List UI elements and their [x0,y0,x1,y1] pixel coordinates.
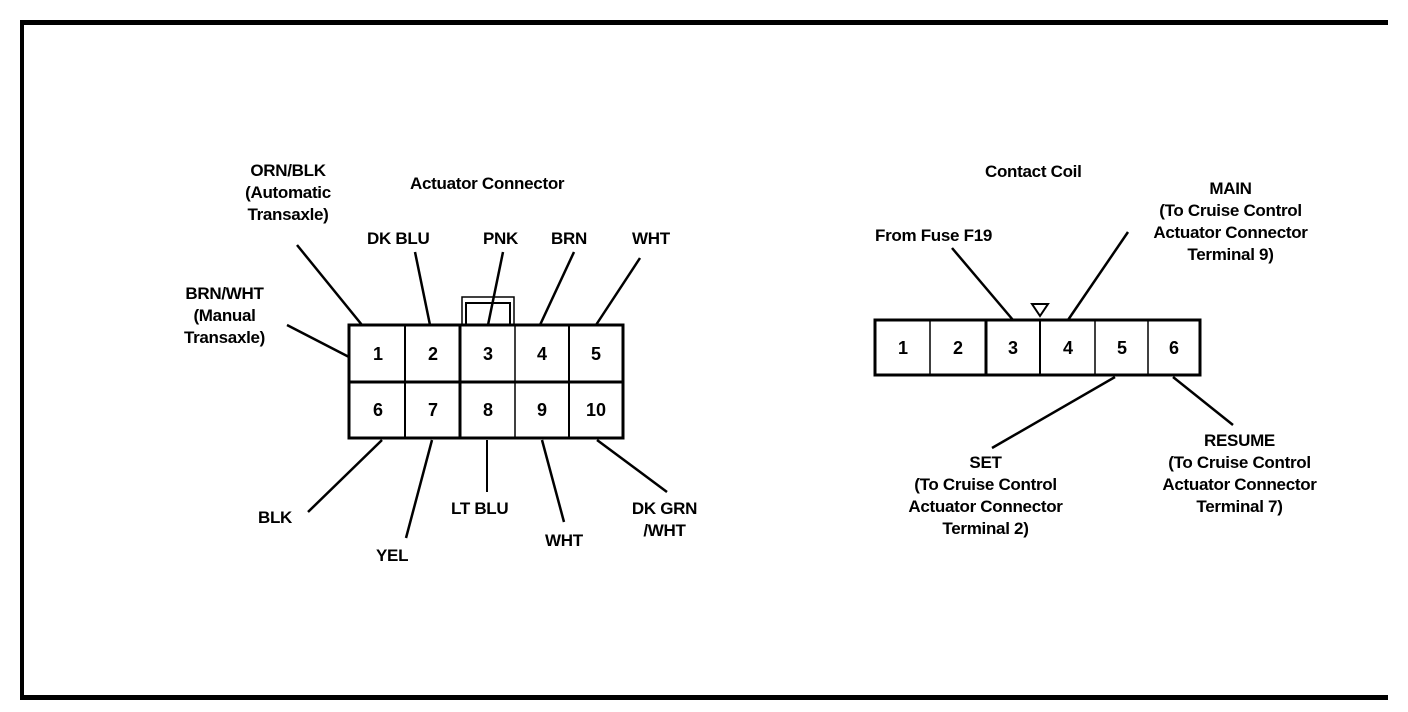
leader-coil-t5 [991,375,1116,450]
actuator-leader-lines [286,244,668,539]
wire-label-t2: DK BLU [367,229,430,248]
actuator-connector-body [347,296,625,440]
leader-coil-t3 [951,247,1014,321]
leader-t1-auto [296,244,363,326]
wire-label-t4: BRN [551,229,587,248]
actuator-terminal-3: 3 [482,344,493,364]
wire-label-t3: PNK [483,229,518,248]
frame-border-top [20,20,1388,25]
contact-coil-leader-lines [951,231,1234,450]
wire-label-t10: DK GRN /WHT [631,499,698,540]
leader-t1-manual [286,323,350,359]
wire-label-t5: WHT [632,229,670,248]
actuator-terminal-1: 1 [372,344,383,364]
actuator-terminal-5: 5 [590,344,601,364]
actuator-terminal-8: 8 [482,400,493,420]
leader-t5 [594,257,642,326]
wire-label-coil-t3: From Fuse F19 [875,226,993,245]
coil-terminal-6: 6 [1168,338,1179,358]
frame-border-bottom [20,695,1388,700]
coil-terminal-5: 5 [1116,338,1127,358]
leader-t7 [404,439,434,539]
wire-label-coil-t5: SET (To Cruise Control Actuator Connecto… [908,453,1063,538]
wire-label-t1-manual: BRN/WHT (Manual Transaxle) [183,284,266,347]
wire-label-t9: WHT [545,531,583,550]
wire-label-t8: LT BLU [451,499,509,518]
actuator-terminal-10: 10 [585,400,607,420]
leader-t2 [413,251,432,326]
contact-coil-body [873,303,1202,377]
actuator-terminal-9: 9 [536,400,547,420]
actuator-terminal-7: 7 [427,400,438,420]
actuator-connector-title: Actuator Connector [410,174,565,193]
leader-coil-t4 [1066,231,1130,321]
actuator-terminal-4: 4 [536,344,547,364]
coil-terminal-4: 4 [1062,338,1073,358]
leader-t6 [307,439,383,513]
leader-t4 [538,251,576,326]
coil-terminal-3: 3 [1007,338,1018,358]
actuator-terminal-6: 6 [372,400,383,420]
terminal-marker-triangle [1030,303,1050,318]
frame-border-left [20,20,24,700]
wire-label-coil-t6: RESUME (To Cruise Control Actuator Conne… [1162,431,1317,516]
coil-terminal-2: 2 [952,338,963,358]
wire-label-t6: BLK [258,508,293,527]
wire-label-t7: YEL [376,546,409,565]
leader-coil-t6 [1172,376,1234,426]
wire-label-t1-auto: ORN/BLK (Automatic Transaxle) [245,161,331,224]
contact-coil-title: Contact Coil [985,162,1082,181]
leader-t10 [596,438,668,494]
coil-terminal-1: 1 [897,338,908,358]
actuator-terminal-2: 2 [427,344,438,364]
wire-label-coil-t4: MAIN (To Cruise Control Actuator Connect… [1153,179,1308,264]
leader-t3 [486,251,505,326]
leader-t9 [540,439,566,523]
